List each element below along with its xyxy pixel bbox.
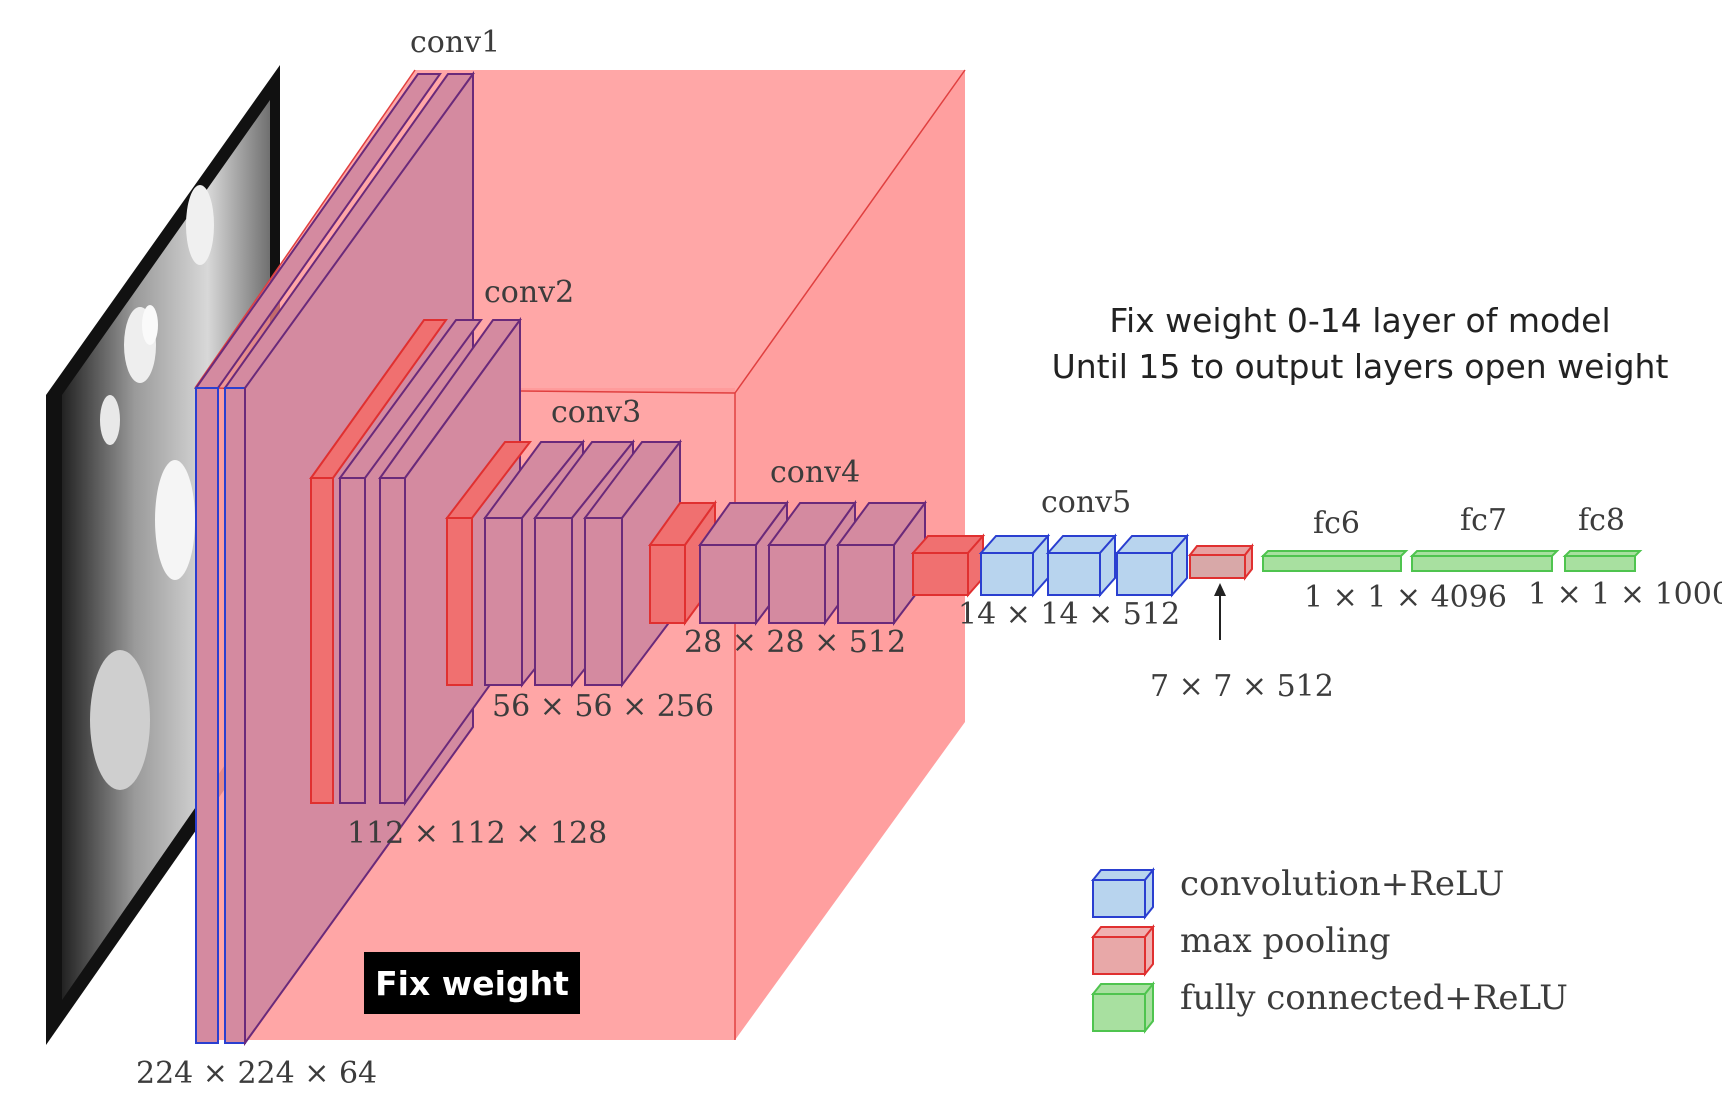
conv3-label: conv3 bbox=[551, 395, 641, 430]
dim-28-label: 28 × 28 × 512 bbox=[684, 625, 906, 660]
dim-7-label: 7 × 7 × 512 bbox=[1150, 669, 1334, 704]
conv2-label: conv2 bbox=[484, 275, 574, 310]
fix-weight-badge: Fix weight bbox=[364, 952, 580, 1014]
dim-14-label: 14 × 14 × 512 bbox=[958, 597, 1180, 632]
fc8-block bbox=[1562, 550, 1643, 572]
conv4-block bbox=[648, 499, 927, 627]
dim-112-label: 112 × 112 × 128 bbox=[347, 816, 607, 851]
freeze-note-line1: Fix weight 0-14 layer of model bbox=[1109, 301, 1611, 340]
dim-1000-label: 1 × 1 × 1000 bbox=[1528, 577, 1722, 612]
dim-56-label: 56 × 56 × 256 bbox=[492, 689, 714, 724]
legend-fc-label: fully connected+ReLU bbox=[1180, 978, 1568, 1018]
conv5-label: conv5 bbox=[1041, 485, 1131, 520]
legend-conv-label: convolution+ReLU bbox=[1180, 864, 1504, 904]
legend-pool-label: max pooling bbox=[1180, 921, 1391, 961]
fc6-label: fc6 bbox=[1313, 506, 1360, 541]
dim-224-label: 224 × 224 × 64 bbox=[136, 1056, 377, 1091]
fc7-label: fc7 bbox=[1460, 503, 1507, 538]
fc8-label: fc8 bbox=[1578, 503, 1625, 538]
fc7-block bbox=[1409, 550, 1560, 572]
legend: convolution+ReLU max pooling fully conne… bbox=[1090, 864, 1568, 1034]
freeze-note-line2: Until 15 to output layers open weight bbox=[1051, 347, 1669, 386]
freeze-note: Fix weight 0-14 layer of model Until 15 … bbox=[1010, 298, 1710, 390]
legend-conv-swatch bbox=[1090, 867, 1156, 920]
legend-fc-swatch bbox=[1090, 981, 1156, 1034]
conv5-block bbox=[910, 533, 1190, 598]
pool5-block bbox=[1187, 543, 1255, 581]
pool5-arrow bbox=[1214, 583, 1226, 640]
legend-pool-swatch bbox=[1090, 924, 1156, 977]
conv3-block bbox=[444, 439, 683, 688]
fc6-block bbox=[1260, 550, 1409, 572]
conv4-label: conv4 bbox=[770, 455, 860, 490]
conv1-label: conv1 bbox=[410, 25, 500, 60]
dim-4096-label: 1 × 1 × 4096 bbox=[1304, 580, 1507, 615]
